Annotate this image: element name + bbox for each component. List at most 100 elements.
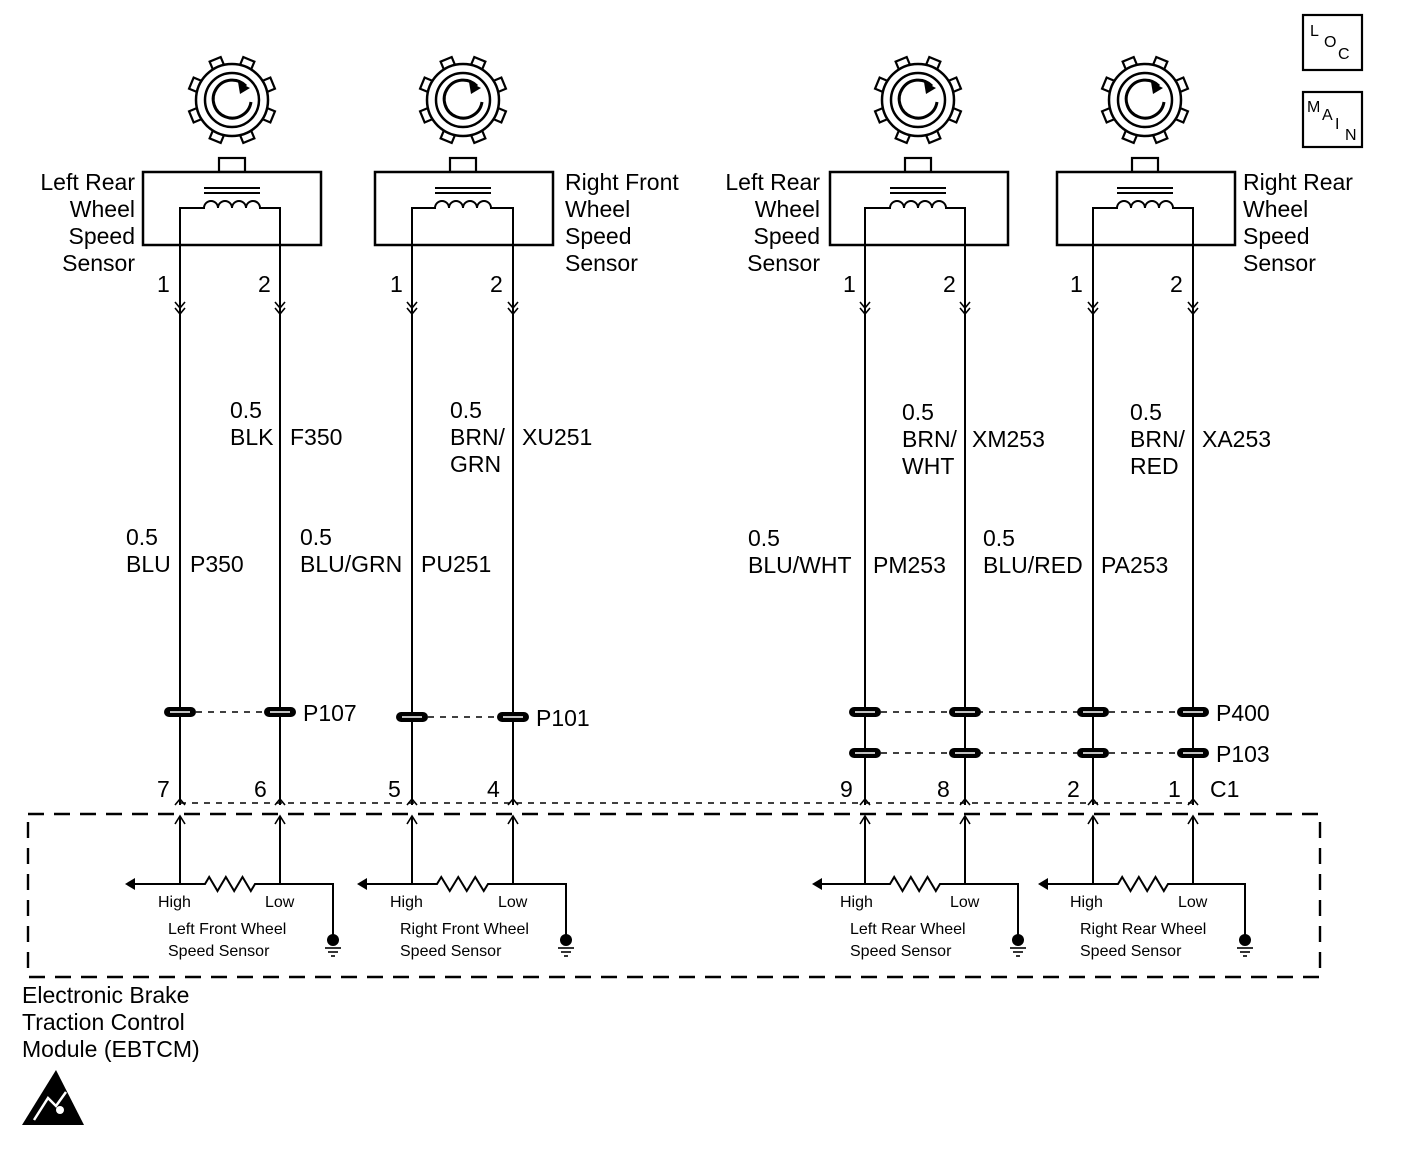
wire-size: 0.5: [450, 397, 482, 423]
sensor-pin-number: 1: [157, 271, 170, 297]
sensor-pin-number: 2: [258, 271, 271, 297]
input-name: Left Rear Wheel: [850, 921, 966, 938]
input-circuit: [1048, 875, 1246, 938]
sensor-label: Speed: [1243, 223, 1310, 249]
svg-text:M: M: [1307, 99, 1320, 116]
connector-label: P107: [303, 700, 357, 726]
tone-wheel-icon: [873, 55, 963, 145]
wire-size: 0.5: [126, 524, 158, 550]
circuit-number: P350: [190, 551, 244, 577]
sensor-label: Wheel: [755, 196, 820, 222]
input-name: Speed Sensor: [1080, 943, 1182, 960]
sensor-stem: [1130, 156, 1160, 174]
svg-text:A: A: [1322, 107, 1333, 124]
sensor-pin-number: 1: [843, 271, 856, 297]
high-label: High: [840, 894, 873, 911]
wire-size: 0.5: [300, 524, 332, 550]
connector-label: C1: [1210, 776, 1239, 802]
sensor-stem: [217, 156, 247, 174]
input-circuit: [135, 875, 334, 938]
svg-text:Module (EBTCM): Module (EBTCM): [22, 1036, 200, 1062]
wire-size: 0.5: [230, 397, 262, 423]
wire-size: 0.5: [902, 399, 934, 425]
wire-7: [1087, 245, 1099, 806]
low-label: Low: [1178, 894, 1208, 911]
sensor-label: Sensor: [1243, 250, 1316, 276]
main-icon[interactable]: M A I N: [1301, 90, 1364, 149]
wire-color: BRN/: [450, 424, 506, 450]
high-label: High: [158, 894, 191, 911]
sensor-label: Right Rear: [1243, 169, 1353, 195]
input-circuit: [822, 875, 1019, 938]
esd-warning-icon: [22, 1070, 84, 1125]
high-label: High: [1070, 894, 1103, 911]
input-name: Left Front Wheel: [168, 921, 286, 938]
svg-text:N: N: [1345, 127, 1357, 144]
svg-text:O: O: [1324, 34, 1336, 51]
sensor-coil: [411, 200, 514, 245]
ground-icon: [327, 934, 339, 946]
circuit-number: PM253: [873, 552, 946, 578]
module-pin-number: 7: [157, 776, 170, 802]
input-name: Speed Sensor: [400, 943, 502, 960]
wire-color: BRN/: [902, 426, 958, 452]
wire-1: [174, 245, 186, 806]
module-pin-number: 4: [487, 776, 500, 802]
wire-color: GRN: [450, 451, 501, 477]
svg-text:Traction Control: Traction Control: [22, 1009, 185, 1035]
wire-color: BLU/RED: [983, 552, 1083, 578]
input-name: Right Rear Wheel: [1080, 921, 1206, 938]
sensor-pin-number: 2: [490, 271, 503, 297]
sensor-label: Left Rear: [725, 169, 820, 195]
sensor-box: [373, 170, 555, 247]
sensor-box: [828, 170, 1010, 247]
sensor-pin-number: 2: [943, 271, 956, 297]
input-name: Speed Sensor: [850, 943, 952, 960]
sensor-stem: [448, 156, 478, 174]
circuit-number: XA253: [1202, 426, 1271, 452]
wire-2: [274, 245, 286, 806]
ground-icon: [1239, 934, 1251, 946]
connector-label: P101: [536, 705, 590, 731]
tone-wheel-icon: [1100, 55, 1190, 145]
wire-color: BLK: [230, 424, 274, 450]
sensor-stem: [903, 156, 933, 174]
sensor-label: Speed: [753, 223, 820, 249]
circuit-number: PA253: [1101, 552, 1168, 578]
module-pin-number: 2: [1067, 776, 1080, 802]
module-label: Electronic Brake Traction Control Module…: [22, 982, 200, 1062]
loc-icon[interactable]: L O C: [1301, 13, 1364, 72]
sensor-label: Wheel: [70, 196, 135, 222]
output-arrow-icon: [1038, 878, 1048, 890]
wire-size: 0.5: [1130, 399, 1162, 425]
wire-color: RED: [1130, 453, 1179, 479]
sensor-label: Wheel: [1243, 196, 1308, 222]
sensor-label: Speed: [68, 223, 135, 249]
sensor-pin-number: 1: [390, 271, 403, 297]
wire-color: BLU/GRN: [300, 551, 402, 577]
circuit-number: F350: [290, 424, 342, 450]
ground-icon: [1012, 934, 1024, 946]
sensor-pin-number: 1: [1070, 271, 1083, 297]
sensor-label: Left Rear: [40, 169, 135, 195]
wire-size: 0.5: [983, 525, 1015, 551]
sensor-coil: [1092, 200, 1194, 245]
sensor-label: Sensor: [62, 250, 135, 276]
wire-color: WHT: [902, 453, 954, 479]
svg-text:L: L: [1310, 23, 1319, 40]
sensor-label: Wheel: [565, 196, 630, 222]
ground-icon: [560, 934, 572, 946]
output-arrow-icon: [812, 878, 822, 890]
